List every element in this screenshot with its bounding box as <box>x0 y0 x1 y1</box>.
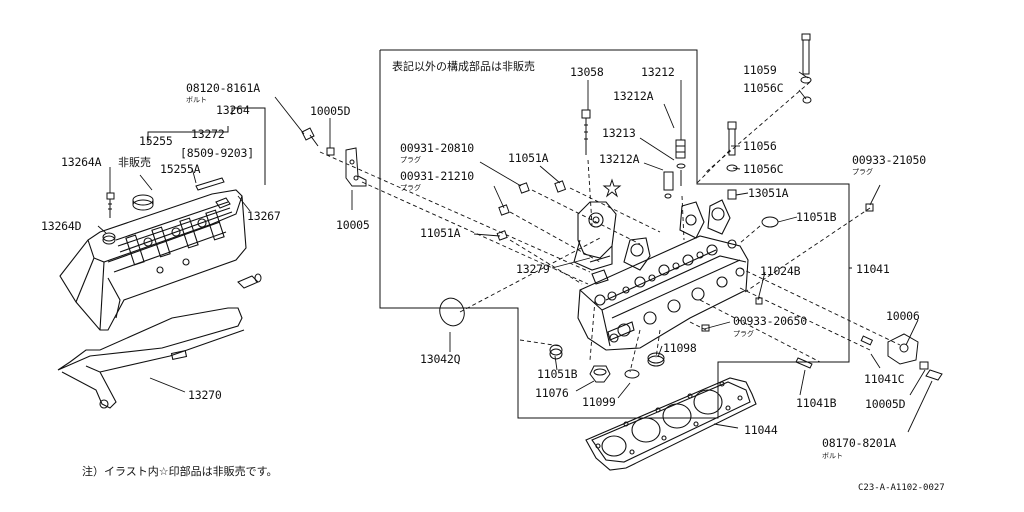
oil-filler-cap <box>133 195 153 210</box>
valve-cover-gasket <box>58 308 244 408</box>
label-11056C-mid: 11056C <box>743 162 784 176</box>
valve-cover <box>60 190 246 330</box>
head-gasket <box>586 378 756 470</box>
cover-grommet <box>103 233 115 244</box>
label-11041: 11041 <box>856 262 890 276</box>
bolt-08120 <box>302 128 318 146</box>
leader-lines <box>98 72 932 432</box>
label-plug-2: プラグ <box>400 184 421 192</box>
label-13272: 13272 <box>191 127 225 141</box>
label-11041C: 11041C <box>864 372 905 386</box>
label-13264A: 13264A <box>61 155 102 169</box>
label-11076: 11076 <box>535 386 569 400</box>
label-11051A-top: 11051A <box>508 151 549 165</box>
label-13279: 13279 <box>516 262 550 276</box>
label-11098: 11098 <box>663 341 697 355</box>
seal-plug-13042 <box>436 295 468 330</box>
group-boundary-lines <box>148 50 852 418</box>
footer-note: 注）イラスト内☆印部品は非販売です。 <box>82 465 278 478</box>
label-11044: 11044 <box>744 423 778 437</box>
assembly-dashed-lines <box>320 82 900 372</box>
label-13058: 13058 <box>570 65 604 79</box>
cylinder-head <box>578 200 748 350</box>
label-13267: 13267 <box>247 209 281 223</box>
label-13213: 13213 <box>602 126 636 140</box>
label-bolt-2: ボルト <box>822 452 843 460</box>
label-11056: 11056 <box>743 139 777 153</box>
label-13272-range: [8509-9203] <box>180 146 254 160</box>
label-13270: 13270 <box>188 388 222 402</box>
label-08170-8201A: 08170-8201A <box>822 436 896 450</box>
diagram-code: C23-A-A1102-0027 <box>858 483 945 493</box>
label-11051B-bottom: 11051B <box>537 367 578 381</box>
label-11024B: 11024B <box>760 264 801 278</box>
label-10005D: 10005D <box>310 104 351 118</box>
right-parts <box>727 34 942 380</box>
label-10005: 10005 <box>336 218 370 232</box>
lifter-bracket <box>574 202 616 270</box>
label-11099: 11099 <box>582 395 616 409</box>
label-plug-1: プラグ <box>400 156 421 164</box>
label-11051B-right: 11051B <box>796 210 837 224</box>
label-13212A-mid: 13212A <box>599 152 640 166</box>
label-00933-20650: 00933-20650 <box>733 314 807 328</box>
valve-train-parts <box>582 110 685 198</box>
plugs-left <box>497 181 565 240</box>
label-13264D: 13264D <box>41 219 82 233</box>
label-plug-3: プラグ <box>733 330 754 338</box>
label-bolt-1: ボルト <box>186 96 207 104</box>
header-note: 表記以外の構成部品は非販売 <box>392 60 535 73</box>
non-sale-star-marker <box>604 180 620 196</box>
label-10005D-bottom: 10005D <box>865 397 906 411</box>
label-11041B: 11041B <box>796 396 837 410</box>
label-15255: 15255 <box>139 134 173 148</box>
label-00931-20810: 00931-20810 <box>400 141 474 155</box>
label-13212A-top: 13212A <box>613 89 654 103</box>
label-11051A-left: 11051A <box>420 226 461 240</box>
pcv-hose <box>238 274 261 288</box>
label-15255A: 15255A <box>160 162 201 176</box>
engine-hanger-rear <box>327 148 366 186</box>
label-08120-8161A: 08120-8161A <box>186 81 260 95</box>
label-00931-21210: 00931-21210 <box>400 169 474 183</box>
label-13212: 13212 <box>641 65 675 79</box>
label-13042Q: 13042Q <box>420 352 461 366</box>
plugs-bottom <box>550 325 709 382</box>
label-plug-4: プラグ <box>852 168 873 176</box>
label-13264: 13264 <box>216 103 250 117</box>
label-00933-21050: 00933-21050 <box>852 153 926 167</box>
cover-bolt <box>107 193 114 218</box>
label-10006: 10006 <box>886 309 920 323</box>
label-11056C-top: 11056C <box>743 81 784 95</box>
label-11059: 11059 <box>743 63 777 77</box>
caution-plate <box>196 178 224 190</box>
label-13051A: 13051A <box>748 186 789 200</box>
label-not-sold: 非販売 <box>118 156 151 169</box>
